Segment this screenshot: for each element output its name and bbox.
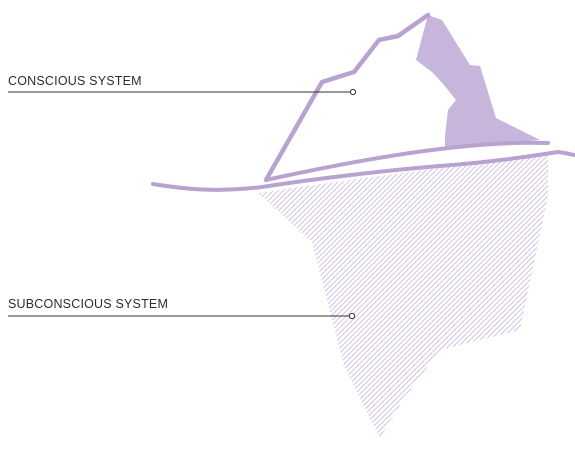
conscious-leader-dot [350,89,355,94]
peak-shaded-face [416,15,540,147]
subconscious-leader-dot [349,313,354,318]
subconscious-system-label: SUBCONSCIOUS SYSTEM [8,297,168,311]
submerged-iceberg [258,155,548,438]
conscious-system-label: CONSCIOUS SYSTEM [8,74,142,88]
